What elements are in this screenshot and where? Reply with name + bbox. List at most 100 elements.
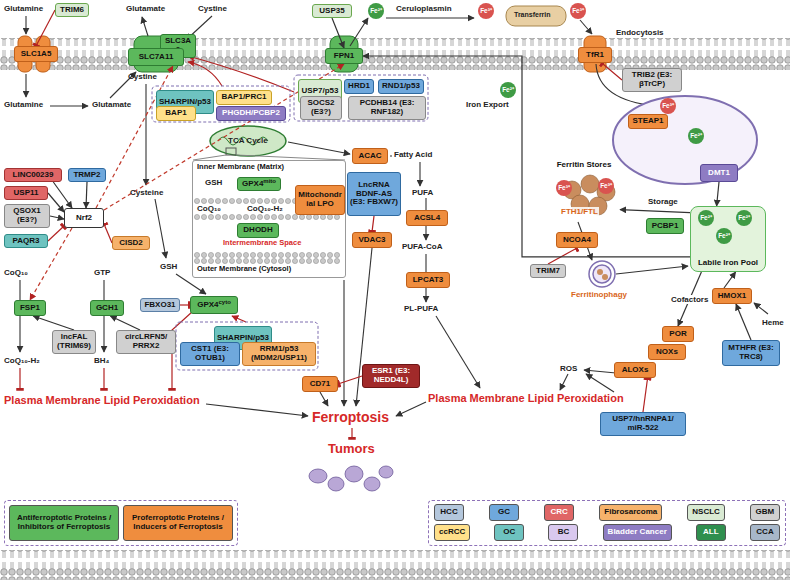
lipid-head	[215, 252, 220, 257]
protein-box: PCDHB14 (E3: RNF182)	[348, 96, 426, 120]
legend-text: GBM	[756, 508, 775, 517]
lipid-head	[278, 214, 283, 219]
node-text: TfR1	[586, 51, 604, 60]
cell-membrane	[0, 550, 790, 580]
text-label: Cystine	[198, 4, 227, 13]
text-label: Plasma Membrane Lipid Peroxidation	[428, 392, 624, 405]
connector	[33, 316, 74, 330]
connector	[50, 216, 64, 219]
protein-box: GPX4mito	[237, 177, 281, 191]
legend-text: HCC	[440, 508, 457, 517]
protein-box: LINC00239	[4, 168, 62, 182]
lipid-head	[327, 252, 332, 257]
lipid-head	[201, 198, 206, 203]
lipid-head	[264, 252, 269, 257]
mitochondrion	[193, 126, 345, 160]
lipid-head	[306, 214, 311, 219]
node-text: LncRNA BDNF-AS (E3: FBXW7)	[350, 181, 398, 207]
protein-box: RND1/p53	[378, 79, 424, 94]
protein-box: ACAC	[352, 148, 388, 164]
iron-ion: Fe³⁺	[598, 178, 614, 194]
node-text: ACSL4	[414, 214, 440, 223]
protein-box: MTHFR (E3: TRC8)	[722, 340, 780, 366]
node-text: Labile Iron Pool	[698, 259, 758, 268]
node-text: NCOA4	[563, 236, 591, 245]
lipid-head	[257, 252, 262, 257]
lipid-head	[334, 252, 339, 257]
lipid-head	[243, 214, 248, 219]
autophagosome	[589, 261, 615, 287]
protein-box: TfR1	[578, 47, 612, 63]
lipid-head	[285, 258, 290, 263]
lipid-head	[236, 214, 241, 219]
iron-ion: Fe²⁺	[688, 128, 704, 144]
node-text: ACAC	[358, 152, 381, 161]
lipid-head	[250, 252, 255, 257]
legend-text: Fibrosarcoma	[604, 508, 657, 517]
protein-box: lncFAL (TRIM69)	[52, 330, 96, 354]
text-label: TCA Cycle	[228, 136, 268, 145]
protein-box: CISD2	[112, 236, 150, 250]
node-text: Nrf2	[76, 214, 92, 223]
legend-swatch: OC	[494, 524, 524, 541]
node-text: Inner Membrane (Matrix)	[197, 163, 284, 171]
lipid-head	[334, 258, 339, 263]
protein-box: USP7/hnRNPA1/ miR-522	[600, 412, 686, 436]
protein-box: STEAP1	[628, 114, 668, 129]
protein-box: HMOX1	[712, 288, 752, 304]
lipid-head	[264, 198, 269, 203]
lipid-head	[257, 214, 262, 219]
node-text: CISD2	[119, 239, 143, 248]
protein-box: ESR1 (E3: NEDD4L)	[362, 364, 420, 388]
protein-box: Nrf2	[64, 208, 104, 228]
lipid-head	[229, 252, 234, 257]
lipid-head	[313, 252, 318, 257]
protein-box: USP35	[312, 4, 352, 18]
node-text: mito	[263, 178, 276, 185]
node-text: ESR1 (E3: NEDD4L)	[365, 367, 417, 385]
legend-swatch: BC	[548, 524, 578, 541]
iron-ion: Fe²⁺	[716, 228, 732, 244]
protein-box: GCH1	[90, 300, 124, 316]
connector	[620, 210, 690, 213]
legend-swatch: GBM	[750, 504, 780, 521]
text-label: CoQ₁₀-H₂	[4, 356, 40, 365]
lipid-head	[243, 258, 248, 263]
lipid-head	[285, 214, 290, 219]
legend-swatch: Proferroptotic Proteins / Inducers of Fe…	[123, 505, 233, 541]
protein-box: FPN1	[325, 48, 363, 64]
connector	[332, 18, 344, 48]
protein-box: GPX4cyto	[190, 296, 238, 314]
text-label: GSH	[160, 262, 177, 271]
node-text: LPCAT3	[413, 276, 444, 285]
text-label: ROS	[560, 364, 577, 373]
node-text: SOCS2 (E3?)	[303, 99, 339, 117]
lipid-head	[229, 214, 234, 219]
lipid-head	[306, 258, 311, 263]
group-bracket	[152, 75, 428, 370]
protein-box: LPCAT3	[406, 272, 450, 288]
lipid-head	[236, 198, 241, 203]
protein-box: VDAC3	[352, 232, 392, 248]
connector	[643, 378, 648, 412]
lipid-head	[194, 214, 199, 219]
legend-row: ccRCCOCBCBladder CancerALLCCA	[434, 524, 780, 541]
lipid-head	[215, 214, 220, 219]
lipid-head	[278, 252, 283, 257]
node-text: TRMP2	[73, 171, 100, 180]
text-label: PL-PUFA	[404, 304, 438, 313]
legend-text: NSCLC	[692, 508, 720, 517]
text-label: CoQ₁₀-H₂	[246, 204, 284, 213]
node-text: VDAC3	[358, 236, 385, 245]
node-text: NOXs	[656, 348, 678, 357]
protein-box: FBXO31	[140, 298, 180, 312]
lipid-head	[292, 214, 297, 219]
node-text: USP7/hnRNPA1/ miR-522	[603, 415, 683, 433]
text-label: Heme	[762, 318, 784, 327]
connector	[86, 182, 87, 208]
legend-swatch: Antiferroptotic Proteins / Inhibitors of…	[9, 505, 119, 541]
lipid-head	[271, 214, 276, 219]
node-text: SLC1A5	[21, 50, 52, 59]
node-text: GPX4	[242, 180, 263, 189]
node-text: HRD1	[348, 82, 370, 91]
